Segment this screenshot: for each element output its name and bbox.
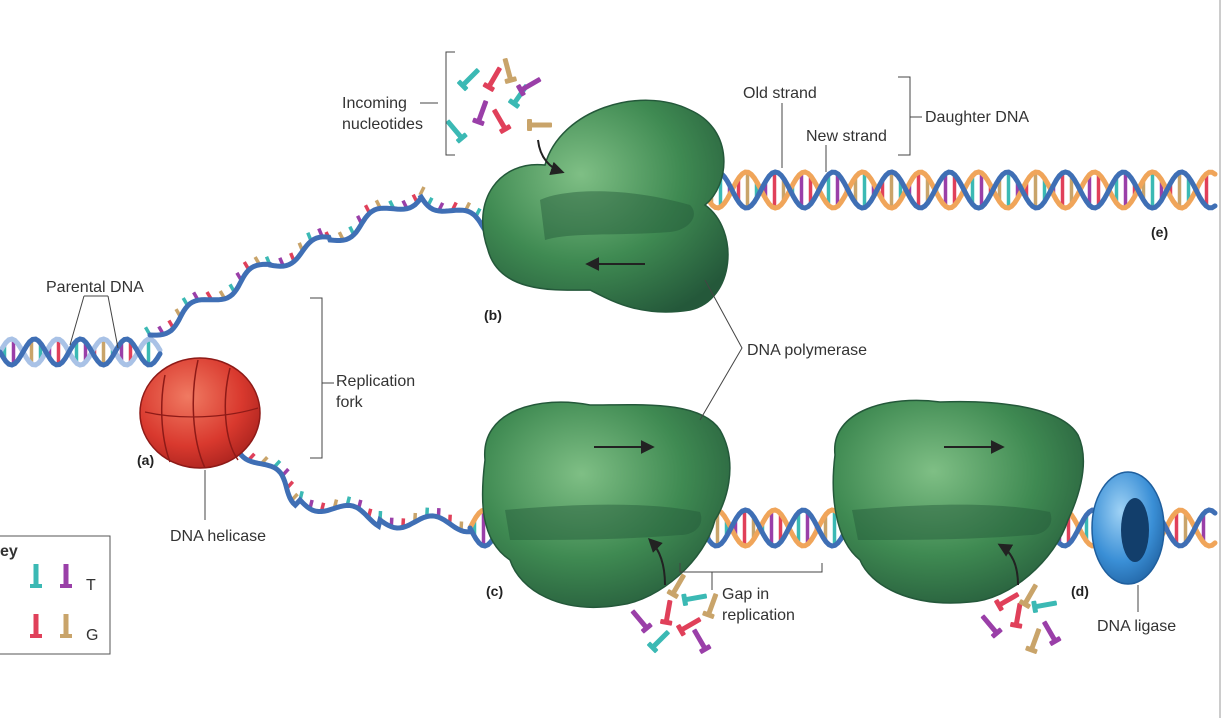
nucleotide <box>676 617 702 637</box>
incoming-nucleotides-label: Incoming <box>342 95 407 112</box>
curved-arrow-icon <box>997 543 1019 586</box>
replication-fork-label-2: fork <box>336 394 364 411</box>
nucleotide <box>516 77 542 97</box>
parental-helix <box>0 336 163 368</box>
nucleotide <box>630 609 653 634</box>
part-c-label: (c) <box>486 583 503 599</box>
nucleotide <box>692 628 712 654</box>
dna-polymerase-top <box>482 99 729 313</box>
parental-dna-label: Parental DNA <box>46 279 144 296</box>
incoming-nucleotides-bracket <box>445 51 455 156</box>
nucleotide <box>994 592 1020 612</box>
part-d-label: (d) <box>1071 583 1089 599</box>
replication-fork-bracket <box>310 297 334 459</box>
key-swatch <box>30 614 42 638</box>
dna-polymerase-label: DNA polymerase <box>747 342 867 359</box>
dna-ligase-label: DNA ligase <box>1097 618 1176 635</box>
curved-arrow-icon <box>648 538 666 586</box>
key-title: ey <box>0 543 18 560</box>
dna-ligase <box>1091 471 1165 585</box>
key-letter-g: G <box>86 627 98 644</box>
curved-arrow-icon <box>537 139 565 176</box>
nucleotide <box>456 68 480 92</box>
bottom-template-strand <box>232 432 473 535</box>
daughter-dna-label: Daughter DNA <box>925 109 1029 126</box>
parental-dna-leader <box>69 295 119 349</box>
part-b-label: (b) <box>484 307 502 323</box>
nucleotide <box>472 100 489 126</box>
dna-polymerase-left <box>481 401 731 608</box>
nucleotide <box>492 108 512 134</box>
nucleotide-key: ey T G <box>0 535 111 655</box>
nucleotide <box>1009 602 1023 629</box>
nucleotide <box>1018 583 1038 609</box>
daughter-dna-bracket <box>898 76 922 156</box>
nucleotide <box>445 119 468 144</box>
dna-polymerase-leader <box>699 279 743 421</box>
key-swatch <box>60 564 72 588</box>
nucleotide <box>482 66 502 92</box>
nucleotide <box>1025 628 1042 654</box>
part-a-label: (a) <box>137 452 154 468</box>
incoming-nucleotides-label-2: nucleotides <box>342 116 423 133</box>
new-strand-label: New strand <box>806 128 887 145</box>
old-strand-label: Old strand <box>743 85 817 102</box>
nucleotide <box>666 573 686 599</box>
dna-helicase-label: DNA helicase <box>170 528 266 545</box>
replication-fork-label: Replication <box>336 373 415 390</box>
nucleotide <box>646 630 670 654</box>
dna-polymerase-right <box>832 399 1085 604</box>
gap-bracket <box>679 563 823 590</box>
top-template-strand <box>143 186 500 338</box>
free-nucleotides <box>445 57 1062 654</box>
key-letter-t: T <box>86 577 96 594</box>
dna-helicase <box>139 357 261 469</box>
nucleotide <box>702 593 719 619</box>
part-e-label: (e) <box>1151 224 1168 240</box>
gap-label-2: replication <box>722 607 795 624</box>
key-swatch <box>30 564 42 588</box>
nucleotide <box>502 57 517 84</box>
key-swatch <box>60 614 72 638</box>
nucleotide <box>527 119 552 131</box>
gap-label: Gap in <box>722 586 769 603</box>
nucleotide <box>1031 600 1058 614</box>
nucleotide <box>1042 620 1062 646</box>
nucleotide <box>980 614 1003 639</box>
nucleotide <box>659 599 673 626</box>
nucleotide <box>681 593 708 607</box>
